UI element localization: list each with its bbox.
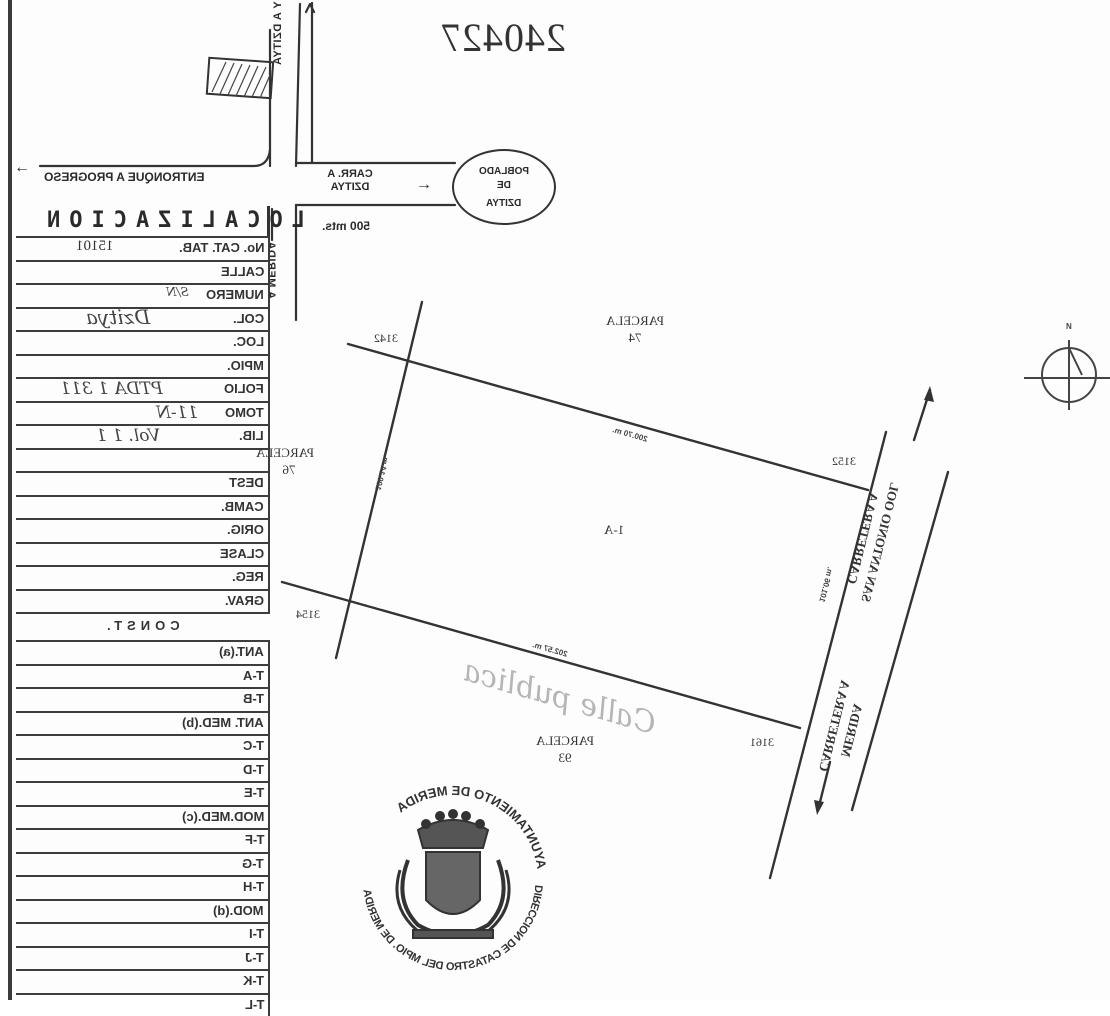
const-row: T-J	[16, 946, 270, 970]
vertex-label: 3161	[750, 735, 774, 750]
const-row: T-D	[16, 758, 270, 782]
lot-id-label: 1-A	[604, 522, 624, 538]
coat-of-arms-icon: AYUNTAMIENTO DE MERIDA DIRECCION DE CATA…	[338, 760, 568, 990]
const-row: T-E	[16, 781, 270, 805]
street-label-merida: A MERIDA	[272, 226, 294, 321]
const-row: MOD.(d)	[16, 899, 270, 923]
const-row: T-G	[16, 852, 270, 876]
const-row: T-K	[16, 969, 270, 993]
form-row-col: COL.Dzitya	[16, 307, 270, 331]
road-to-town-label: CARR. A DZITYA	[320, 168, 380, 194]
form-row-dest: DEST	[16, 471, 270, 495]
form-title: LOCALIZACION	[16, 206, 274, 236]
const-row: T-B	[16, 687, 270, 711]
form-row-loc: LOC.	[16, 330, 270, 354]
vertex-label: 3154	[296, 607, 320, 622]
form-row-camb: CAMB.	[16, 495, 270, 519]
const-row: T-I	[16, 922, 270, 946]
form-row-orig: ORIG.	[16, 518, 270, 542]
neighbor-west-label: PARCELA 76	[264, 444, 314, 478]
property-form: LOCALIZACION No. CAT. TAB.15101 CALLE NU…	[8, 0, 274, 1000]
const-row: T-A	[16, 664, 270, 688]
form-row-mpio: MPIO.	[16, 354, 270, 378]
vertex-label: 3152	[832, 454, 856, 469]
const-row: MOD.MED.(c)	[16, 805, 270, 829]
const-row: ANT.(a)	[16, 640, 270, 664]
distance-label: 500 mts.	[322, 219, 370, 233]
official-stamp: AYUNTAMIENTO DE MERIDA DIRECCION DE CATA…	[338, 760, 568, 990]
neighbor-north-label: PARCELA 74	[600, 312, 670, 346]
town-circle: POBLADO DE DZITYA	[452, 149, 556, 225]
form-const-header: CONST.	[16, 612, 270, 640]
north-arrow-icon: N	[1066, 322, 1072, 331]
form-row-reg: REG.	[16, 565, 270, 589]
form-row-cat: No. CAT. TAB.15101	[16, 236, 270, 260]
form-row-blank	[16, 448, 270, 472]
form-row-calle: CALLE	[16, 260, 270, 284]
const-row: T-C	[16, 734, 270, 758]
const-row: T-L	[16, 993, 270, 1016]
const-row: ANT. MED.(b)	[16, 711, 270, 735]
const-row: T-F	[16, 828, 270, 852]
form-row-clase: CLASE	[16, 542, 270, 566]
form-row-lib: LIB.Vol. 1 1	[16, 424, 270, 448]
form-row-grav: GRAV.	[16, 589, 270, 613]
const-row: T-H	[16, 875, 270, 899]
vertex-label: 3142	[374, 331, 398, 346]
arrow-right-icon: →	[416, 176, 432, 194]
